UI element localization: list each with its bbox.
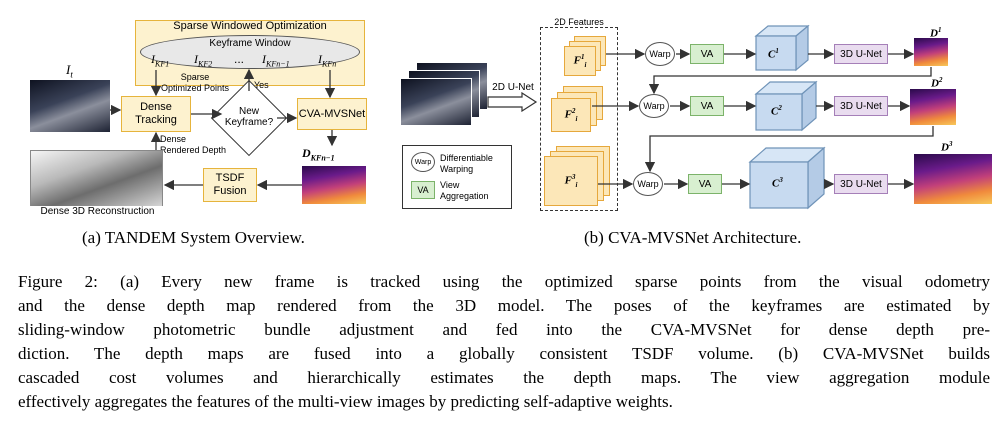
sparse-points-label: Sparse Optimized Points	[160, 72, 230, 93]
legend-warp-label: Differentiable Warping	[440, 153, 493, 174]
kf1-label: IKF1	[151, 52, 170, 69]
kfn-label: IKFn	[318, 52, 337, 69]
unet-3d-2: 3D U-Net	[834, 96, 888, 116]
caption-line: Figure 2: (a) Every new frame is tracked…	[18, 272, 990, 291]
new-keyframe-label: New Keyframe?	[224, 106, 274, 128]
keyframe-window-label: Keyframe Window	[209, 38, 291, 49]
feature-f2: F2i	[551, 98, 591, 132]
unet-2d-label: 2D U-Net	[492, 82, 534, 93]
panel-a-arrows	[110, 68, 338, 191]
d1-label: D1	[930, 26, 942, 40]
caption-line: sliding-window photometric bundle adjust…	[18, 320, 990, 339]
kfn1-label: IKFn−1	[262, 52, 290, 69]
kf2-label: IKF2	[194, 52, 213, 69]
dense-rendered-depth-label: Dense Rendered Depth	[160, 134, 227, 155]
unet-3d-3: 3D U-Net	[834, 174, 888, 194]
caption-line: diction. The depth maps are fused into a…	[18, 344, 990, 363]
dense-reconstruction-label: Dense 3D Reconstruction	[30, 206, 165, 217]
depth-map-image	[302, 166, 366, 204]
input-images-1	[400, 78, 472, 126]
kf-ellipsis: ...	[234, 52, 245, 66]
input-frame-image	[30, 80, 110, 132]
tsdf-fusion-box: TSDF Fusion	[203, 168, 257, 202]
sparse-optimization-title: Sparse Windowed Optimization	[173, 20, 327, 32]
panel-b-arrows	[592, 48, 934, 190]
legend-va-icon: VA	[411, 181, 435, 199]
feature-f3: F3i	[544, 156, 598, 206]
d3-label: D3	[941, 140, 953, 154]
va-3: VA	[688, 174, 722, 194]
legend-warp-icon: Warp	[411, 152, 435, 172]
depth-d2-image	[910, 89, 956, 125]
unet-3d-1: 3D U-Net	[834, 44, 888, 64]
legend-box	[402, 145, 512, 209]
c1-label: C1	[768, 47, 779, 61]
va-1: VA	[690, 44, 724, 64]
d2-label: D2	[931, 76, 943, 90]
caption-line: cascaded cost volumes and hierarchically…	[18, 368, 990, 387]
dense-tracking-box: Dense Tracking	[121, 96, 191, 132]
va-2: VA	[690, 96, 724, 116]
caption-line: and the dense depth map rendered from th…	[18, 296, 990, 315]
keyframe-window-ellipse	[140, 35, 360, 69]
depth-kf-label: DKFn−1	[302, 146, 335, 163]
features-title: 2D Features	[554, 17, 604, 27]
cost-volume-c1	[754, 24, 810, 72]
input-frame-label: It	[66, 62, 73, 80]
c3-label: C3	[772, 176, 783, 190]
figure-caption: Figure 2: (a) Every new frame is tracked…	[18, 270, 990, 414]
cost-volume-c3	[748, 146, 826, 210]
unet-2d-arrow	[487, 92, 538, 112]
c2-label: C2	[771, 104, 782, 118]
warp-3: Warp	[633, 172, 663, 196]
features-dashed-box	[540, 27, 618, 211]
warp-2: Warp	[639, 94, 669, 118]
warp-1: Warp	[645, 42, 675, 66]
cost-volume-c2	[754, 80, 818, 132]
feature-f1: F1i	[564, 46, 596, 76]
caption-a: (a) TANDEM System Overview.	[82, 228, 305, 247]
caption-b: (b) CVA-MVSNet Architecture.	[584, 228, 802, 247]
yes-label: Yes	[254, 80, 269, 90]
caption-line: effectively aggregates the features of t…	[18, 392, 673, 411]
cva-mvsnet-box: CVA-MVSNet	[297, 98, 367, 130]
legend-va-label: View Aggregation	[440, 180, 489, 201]
depth-d3-image	[914, 154, 992, 204]
depth-d1-image	[914, 38, 948, 66]
